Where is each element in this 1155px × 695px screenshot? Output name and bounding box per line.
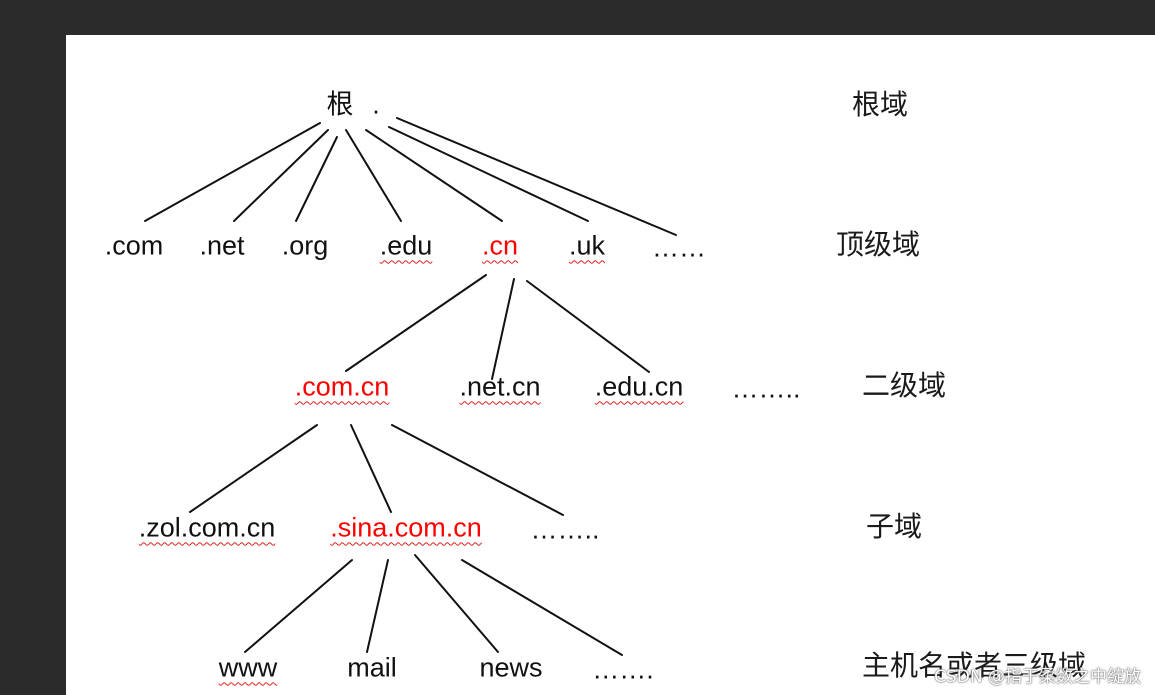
node-edu: .edu	[379, 230, 433, 261]
edge-cn-educn	[526, 280, 650, 373]
edge-cn-netcn	[491, 278, 515, 380]
edge-sina-more	[461, 559, 623, 656]
node-mail: mail	[347, 652, 397, 683]
node-host-more: …….	[592, 654, 654, 685]
node-www: www	[218, 652, 278, 683]
edge-root-cn	[365, 129, 503, 222]
diagram-canvas: 根 . .com .net .org .edu .cn .uk …… .com.…	[66, 35, 1155, 695]
node-org: .org	[281, 230, 329, 261]
edge-root-more	[396, 117, 677, 236]
level-label-root: 根域	[852, 88, 909, 121]
node-top-more: ……	[652, 232, 706, 263]
node-net: .net	[199, 230, 245, 261]
node-zol: .zol.com.cn	[138, 512, 276, 543]
edge-root-edu	[345, 129, 402, 222]
node-com: .com	[104, 230, 164, 261]
edge-sina-news	[414, 554, 499, 653]
level-label-second: 二级域	[862, 369, 947, 402]
level-label-top: 顶级域	[836, 228, 921, 261]
edge-sina-www	[244, 559, 353, 653]
edge-cn-comcn	[345, 274, 487, 372]
edge-root-uk	[388, 126, 589, 222]
node-sina: .sina.com.cn	[330, 512, 482, 543]
node-second-more: ……..	[731, 373, 801, 404]
node-root-char: 根	[326, 89, 354, 120]
tree-connectors	[144, 117, 677, 656]
csdn-watermark: CSDN @指于柔数之中绽放	[934, 667, 1141, 687]
edge-comcn-sina	[350, 424, 392, 513]
edge-sina-mail	[366, 559, 389, 653]
node-com-cn: .com.cn	[294, 371, 390, 402]
edge-root-com	[144, 122, 321, 222]
level-label-sub: 子域	[866, 510, 923, 543]
node-news: news	[479, 652, 543, 683]
edge-root-net	[233, 129, 329, 222]
node-edu-cn: .edu.cn	[594, 371, 684, 402]
node-net-cn: .net.cn	[459, 371, 541, 402]
edge-comcn-zol	[189, 424, 318, 513]
level-label-host: 主机名或者三级域	[862, 649, 1087, 682]
node-cn: .cn	[481, 230, 519, 261]
node-sub-more: ……..	[530, 514, 600, 545]
edge-root-org	[295, 136, 338, 222]
node-root-dot: .	[372, 89, 380, 120]
edge-comcn-more	[391, 424, 564, 516]
node-uk: .uk	[568, 230, 606, 261]
